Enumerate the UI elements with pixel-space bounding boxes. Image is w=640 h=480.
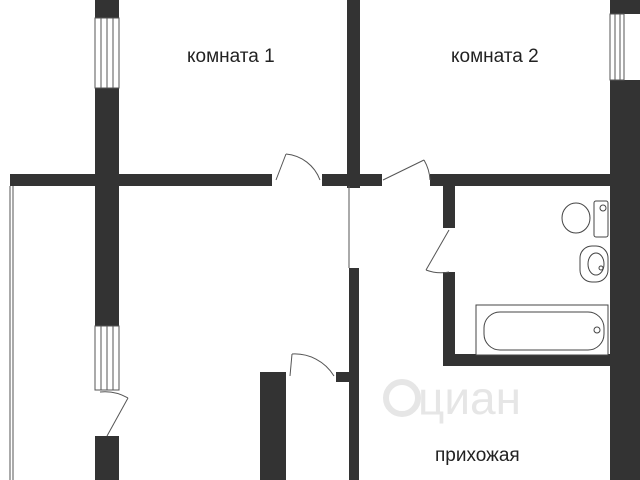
wall-closet-top [260, 372, 286, 382]
wall-right-top [610, 0, 640, 14]
door-swing-icon [275, 153, 321, 181]
watermark: циан [383, 372, 521, 424]
room-label-hallway: прихожая [435, 445, 520, 466]
wall-bath-left-top [443, 186, 455, 228]
wall-bath-bottom [443, 354, 613, 366]
bathtub-icon [475, 304, 609, 356]
wall-closet-left [260, 372, 286, 480]
door-swing-icon [289, 353, 335, 377]
wall-left-bottom [95, 436, 119, 480]
wall-horizontal-right [430, 174, 640, 186]
wall-closet-top-right [336, 372, 350, 382]
room-label-room2: комната 2 [451, 46, 539, 67]
wall-bath-left-bottom [443, 272, 455, 362]
wall-room-partition [347, 0, 360, 188]
windows [9, 13, 625, 480]
wall-hall-left [349, 268, 359, 480]
wall-right-lower [610, 186, 640, 480]
door-swing-icon [425, 229, 450, 274]
sink-icon [579, 245, 609, 283]
wall-horizontal-center [322, 174, 382, 186]
door-swing-icon [382, 159, 431, 181]
watermark-logo-icon [383, 379, 421, 417]
wall-right-mid [610, 80, 640, 184]
window-icon [94, 325, 120, 391]
balcony-glazing [9, 186, 14, 480]
room-label-room1: комната 1 [187, 46, 275, 67]
doors [99, 153, 450, 437]
wall-left-top [95, 0, 119, 18]
walls [10, 0, 640, 480]
door-swing-icon [99, 391, 129, 437]
window-icon [609, 13, 625, 81]
window-icon [94, 17, 120, 89]
wall-horizontal-left [10, 174, 272, 186]
wall-left-lower [95, 186, 119, 326]
toilet-icon [561, 200, 609, 238]
wall-left-mid [95, 88, 119, 184]
watermark-text: циан [418, 372, 521, 424]
